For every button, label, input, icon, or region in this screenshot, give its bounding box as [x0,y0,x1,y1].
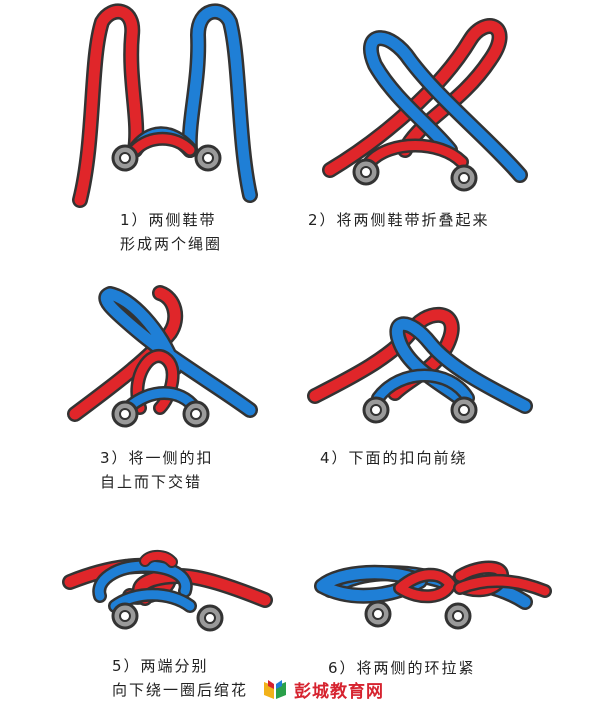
step-2-caption: 2）将两侧鞋带折叠起来 [308,208,490,232]
step-6-caption: 6）将两侧的环拉紧 [328,656,476,680]
step-text-line1: 两端分别 [140,657,209,675]
step-text-line1: 将一侧的扣 [128,449,214,467]
step-5-caption: 5）两端分别 向下绕一圈后绾花 [112,654,248,702]
book-logo-icon [264,680,286,699]
step-number: 1） [120,211,149,229]
step-6-panel: 6）将两侧的环拉紧 [300,476,600,714]
step-2-panel: 2）将两侧鞋带折叠起来 [300,0,600,238]
step-1-panel: 1）两侧鞋带 形成两个绳圈 [0,0,300,253]
step-3-illustration [67,285,258,428]
step-text-line1: 两侧鞋带 [148,211,217,229]
step-text-line1: 下面的扣向前绕 [348,449,468,467]
step-1-illustration [72,3,258,208]
step-text-line2: 向下绕一圈后绾花 [112,681,249,699]
step-4-caption: 4）下面的扣向前绕 [320,446,468,470]
step-4-illustration [307,306,533,424]
step-3-panel: 3）将一侧的扣 自上而下交错 [0,238,300,491]
watermark: 彭城教育网 [262,676,384,702]
step-text-line1: 将两侧的环拉紧 [356,659,476,677]
step-text-line2: 形成两个绳圈 [120,235,223,253]
step-number: 3） [100,449,129,467]
watermark-text: 彭城教育网 [294,681,384,702]
step-text-line1: 将两侧鞋带折叠起来 [336,211,490,229]
step-5-illustration [62,549,273,632]
step-3-caption: 3）将一侧的扣 自上而下交错 [100,446,214,494]
step-2-illustration [322,18,528,192]
step-number: 6） [328,659,357,677]
step-4-panel: 4）下面的扣向前绕 [300,238,600,476]
step-text-line2: 自上而下交错 [100,473,203,491]
step-1-caption: 1）两侧鞋带 形成两个绳圈 [120,208,222,256]
step-6-illustration [314,560,552,630]
step-number: 4） [320,449,349,467]
step-number: 2） [308,211,337,229]
step-5-panel: 5）两端分别 向下绕一圈后绾花 [0,476,300,714]
step-number: 5） [112,657,141,675]
